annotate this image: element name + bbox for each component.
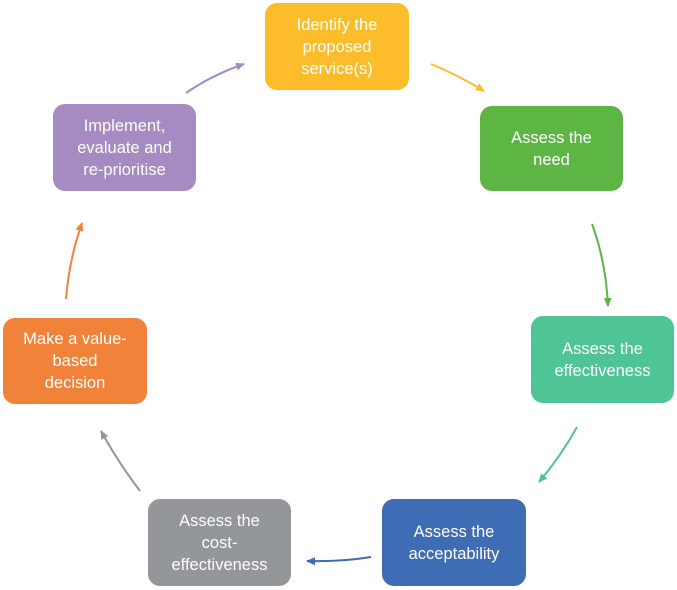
step-implement-evaluate-label: Implement, evaluate and re-prioritise bbox=[77, 116, 172, 179]
step-assess-effectiveness-label: Assess the effectiveness bbox=[554, 339, 651, 380]
step-identify-services-label: Identify the proposed service(s) bbox=[296, 15, 378, 78]
step-assess-need: Assess the need bbox=[480, 106, 623, 191]
step-assess-need-label: Assess the need bbox=[511, 128, 592, 169]
arrow-cost-to-decision bbox=[100, 430, 141, 492]
step-value-based-decision: Make a value- based decision bbox=[3, 318, 147, 404]
step-assess-effectiveness: Assess the effectiveness bbox=[531, 316, 674, 403]
step-assess-cost-effectiveness-label: Assess the cost- effectiveness bbox=[171, 511, 268, 574]
step-assess-acceptability-label: Assess the acceptability bbox=[408, 522, 500, 563]
step-assess-cost-effectiveness: Assess the cost- effectiveness bbox=[148, 499, 291, 586]
arrow-decision-to-implement bbox=[65, 222, 84, 300]
arrow-identify-to-need bbox=[430, 63, 485, 92]
arrow-implement-to-identify bbox=[185, 62, 245, 94]
arrow-acceptability-to-cost bbox=[306, 556, 372, 566]
step-value-based-decision-label: Make a value- based decision bbox=[23, 330, 127, 392]
arrow-effectiveness-to-acceptability bbox=[538, 426, 578, 483]
step-implement-evaluate: Implement, evaluate and re-prioritise bbox=[53, 104, 196, 191]
step-assess-acceptability: Assess the acceptability bbox=[382, 499, 526, 586]
arrow-need-to-effectiveness bbox=[591, 223, 612, 307]
step-identify-services: Identify the proposed service(s) bbox=[265, 3, 409, 90]
